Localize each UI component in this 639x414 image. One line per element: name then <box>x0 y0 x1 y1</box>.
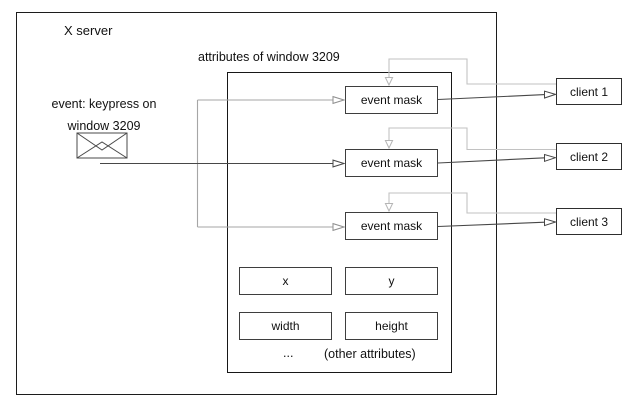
event-mask-box-1: event mask <box>345 86 438 114</box>
field-box-width: width <box>239 312 332 340</box>
field-label-y: y <box>388 274 395 288</box>
client-label-1: client 1 <box>569 84 609 99</box>
open-right-arrowhead-icon <box>544 218 558 227</box>
other-attributes-note: (other attributes) <box>324 347 416 361</box>
event-note-line2: window 3209 <box>67 119 141 133</box>
field-box-y: y <box>345 267 438 295</box>
event-mask-label: event mask <box>360 219 423 233</box>
open-right-arrowhead-icon <box>544 90 558 99</box>
client-box-2: client 2 <box>556 143 622 170</box>
other-attributes-ellipsis: ... <box>283 346 294 360</box>
event-mask-label: event mask <box>360 93 423 107</box>
event-mask-box-2: event mask <box>345 149 438 177</box>
x-server-label: X server <box>64 23 113 38</box>
field-box-x: x <box>239 267 332 295</box>
event-note-line1: event: keypress on <box>51 97 157 111</box>
event-note: event: keypress on window 3209 <box>28 93 180 137</box>
open-right-arrowhead-icon <box>544 153 558 162</box>
field-label-width: width <box>271 319 300 333</box>
client-box-3: client 3 <box>556 208 622 235</box>
event-mask-label: event mask <box>360 156 423 170</box>
client-label-2: client 2 <box>569 149 609 164</box>
field-label-x: x <box>282 274 289 288</box>
event-mask-box-3: event mask <box>345 212 438 240</box>
client-box-1: client 1 <box>556 78 622 105</box>
attributes-title: attributes of window 3209 <box>198 50 340 64</box>
client-label-3: client 3 <box>569 214 609 229</box>
field-label-height: height <box>375 319 408 333</box>
field-box-height: height <box>345 312 438 340</box>
